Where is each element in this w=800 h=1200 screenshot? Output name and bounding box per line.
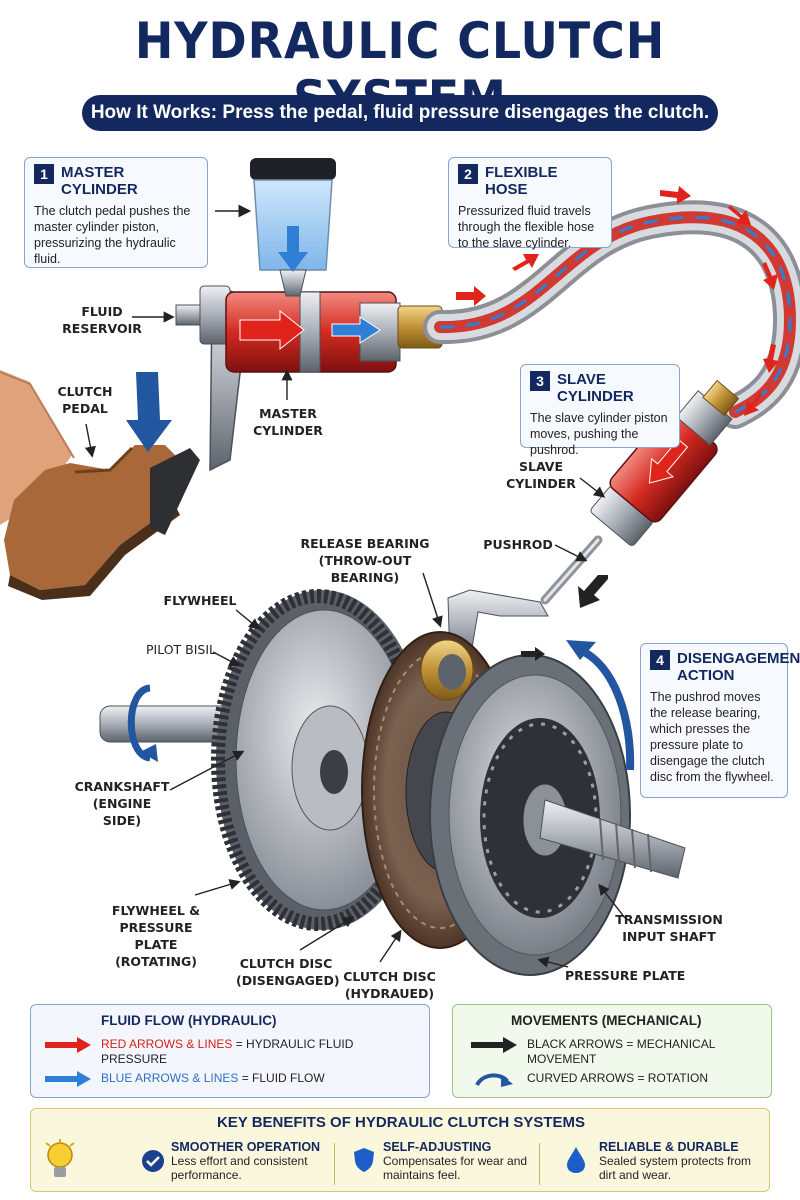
- benefit-self-adjusting: SELF-ADJUSTING Compensates for wear and …: [383, 1140, 543, 1182]
- benefit-title: SELF-ADJUSTING: [383, 1140, 492, 1154]
- benefit-desc: Sealed system protects from dirt and wea…: [599, 1154, 752, 1182]
- label-release-bearing: RELEASE BEARING (THROW-OUT BEARING): [300, 536, 430, 585]
- label-slave-cylinder: SLAVE CYLINDER: [506, 459, 576, 491]
- shield-icon: [354, 1148, 374, 1172]
- step-description: The pushrod moves the release bearing, w…: [650, 690, 774, 784]
- pressure-plate: [429, 654, 631, 976]
- pushrod-move-arrow: [578, 575, 608, 608]
- legend-fluid-title: FLUID FLOW (HYDRAULIC): [101, 1013, 277, 1028]
- curved-arrow-icon: [475, 1073, 513, 1087]
- flexible-hose: [423, 200, 800, 429]
- pressure-arrows: [456, 186, 779, 416]
- legend-black-text: BLACK ARROWS = MECHANICAL MOVEMENT: [527, 1037, 715, 1066]
- lightbulb-icon: [45, 1139, 75, 1177]
- clutch-diagram: [0, 158, 800, 976]
- slave-cylinder: [590, 379, 740, 546]
- label-transmission-input-shaft: TRANSMISSION INPUT SHAFT: [615, 912, 723, 944]
- benefits-title: KEY BENEFITS OF HYDRAULIC CLUTCH SYSTEMS: [216, 1114, 586, 1131]
- step-title: MASTER CYLINDER: [61, 164, 138, 198]
- benefit-reliable-durable: RELIABLE & DURABLE Sealed system protect…: [599, 1140, 764, 1182]
- step-title: FLEXIBLE HOSE: [485, 164, 558, 198]
- label-pressure-plate: PRESSURE PLATE: [565, 968, 686, 983]
- label-fluid-reservoir: FLUID RESERVOIR: [62, 304, 142, 336]
- benefit-title: RELIABLE & DURABLE: [599, 1140, 739, 1154]
- label-pointers: [84, 311, 626, 968]
- benefit-smoother-operation: SMOOTHER OPERATION Less effort and consi…: [171, 1140, 331, 1182]
- legend-curved-text: CURVED ARROWS = ROTATION: [527, 1071, 709, 1085]
- legend-fluid-flow: FLUID FLOW (HYDRAULIC) RED ARROWS & LINE…: [30, 1004, 430, 1098]
- subtitle-banner: How It Works: Press the pedal, fluid pre…: [82, 95, 718, 131]
- rotation-arrowhead: [566, 640, 596, 660]
- black-arrow-icon: [471, 1037, 517, 1053]
- step-description: The slave cylinder piston moves, pushing…: [530, 411, 668, 457]
- step-description: The clutch pedal pushes the master cylin…: [34, 204, 191, 266]
- legend-blue-key: BLUE ARROWS & LINES: [101, 1071, 239, 1085]
- master-cylinder: [175, 285, 401, 373]
- step-2-flexible-hose-callout: 2 FLEXIBLE HOSE Pressurized fluid travels…: [448, 157, 612, 250]
- benefit-title: SMOOTHER OPERATION: [171, 1140, 321, 1154]
- step-number: 3: [530, 371, 550, 391]
- legend-mechanical: MOVEMENTS (MECHANICAL) BLACK ARROWS = ME…: [452, 1004, 772, 1098]
- rotation-arrow: [578, 646, 635, 771]
- legend-blue-desc: = FLUID FLOW: [238, 1071, 325, 1085]
- benefit-divider: [539, 1143, 540, 1185]
- step-number: 4: [650, 650, 670, 670]
- label-pilot-bisil: PILOT BISIL: [145, 642, 217, 657]
- benefit-desc: Less effort and consistent performance.: [171, 1154, 308, 1182]
- label-flywheel: FLYWHEEL: [163, 593, 237, 608]
- label-flywheel-pressure-plate: FLYWHEEL & PRESSURE PLATE (ROTATING): [111, 903, 201, 969]
- step-1-master-cylinder-callout: 1 MASTER CYLINDER The clutch pedal pushes…: [24, 157, 208, 268]
- label-clutch-disc-hydraued: CLUTCH DISC (HYDRAUED): [343, 969, 436, 1001]
- label-crankshaft: CRANKSHAFT (ENGINE SIDE): [74, 779, 170, 828]
- fluid-reservoir: [250, 158, 336, 297]
- driver-leg: [0, 370, 182, 600]
- blue-arrow-icon: [45, 1071, 91, 1087]
- release-bearing: [420, 639, 474, 701]
- benefit-desc: Compensates for wear and maintains feel.: [383, 1154, 528, 1182]
- step-number: 2: [458, 164, 478, 184]
- transmission-input-shaft: [539, 799, 686, 879]
- bearing-move-arrow: [521, 647, 545, 661]
- label-clutch-disc-disengaged: CLUTCH DISC (DISENGAGED): [236, 956, 340, 988]
- legend-red-desc: = HYDRAULIC FLUID PRESSURE: [101, 1037, 354, 1066]
- step-description: Pressurized fluid travels through the fl…: [458, 204, 595, 250]
- key-benefits-panel: KEY BENEFITS OF HYDRAULIC CLUTCH SYSTEMS…: [30, 1108, 770, 1192]
- benefit-divider: [334, 1143, 335, 1185]
- step-number: 1: [34, 164, 54, 184]
- label-master-cylinder: MASTER CYLINDER: [253, 406, 323, 438]
- red-arrow-icon: [45, 1037, 91, 1053]
- pedal-press-arrow: [126, 372, 172, 452]
- label-clutch-pedal: CLUTCH PEDAL: [57, 384, 113, 416]
- checkmark-icon: [142, 1150, 164, 1172]
- step-title: SLAVE CYLINDER: [557, 371, 634, 405]
- step-3-slave-cylinder-callout: 3 SLAVE CYLINDER The slave cylinder pisto…: [520, 364, 680, 457]
- step-4-disengagement-callout: 4 DISENGAGEMENT ACTION The pushrod moves …: [640, 643, 800, 798]
- drop-icon: [567, 1147, 585, 1173]
- label-pushrod: PUSHROD: [483, 537, 553, 552]
- legend-mech-title: MOVEMENTS (MECHANICAL): [511, 1013, 702, 1028]
- legend-red-key: RED ARROWS & LINES: [101, 1037, 233, 1051]
- step-title: DISENGAGEMENT ACTION: [677, 650, 800, 684]
